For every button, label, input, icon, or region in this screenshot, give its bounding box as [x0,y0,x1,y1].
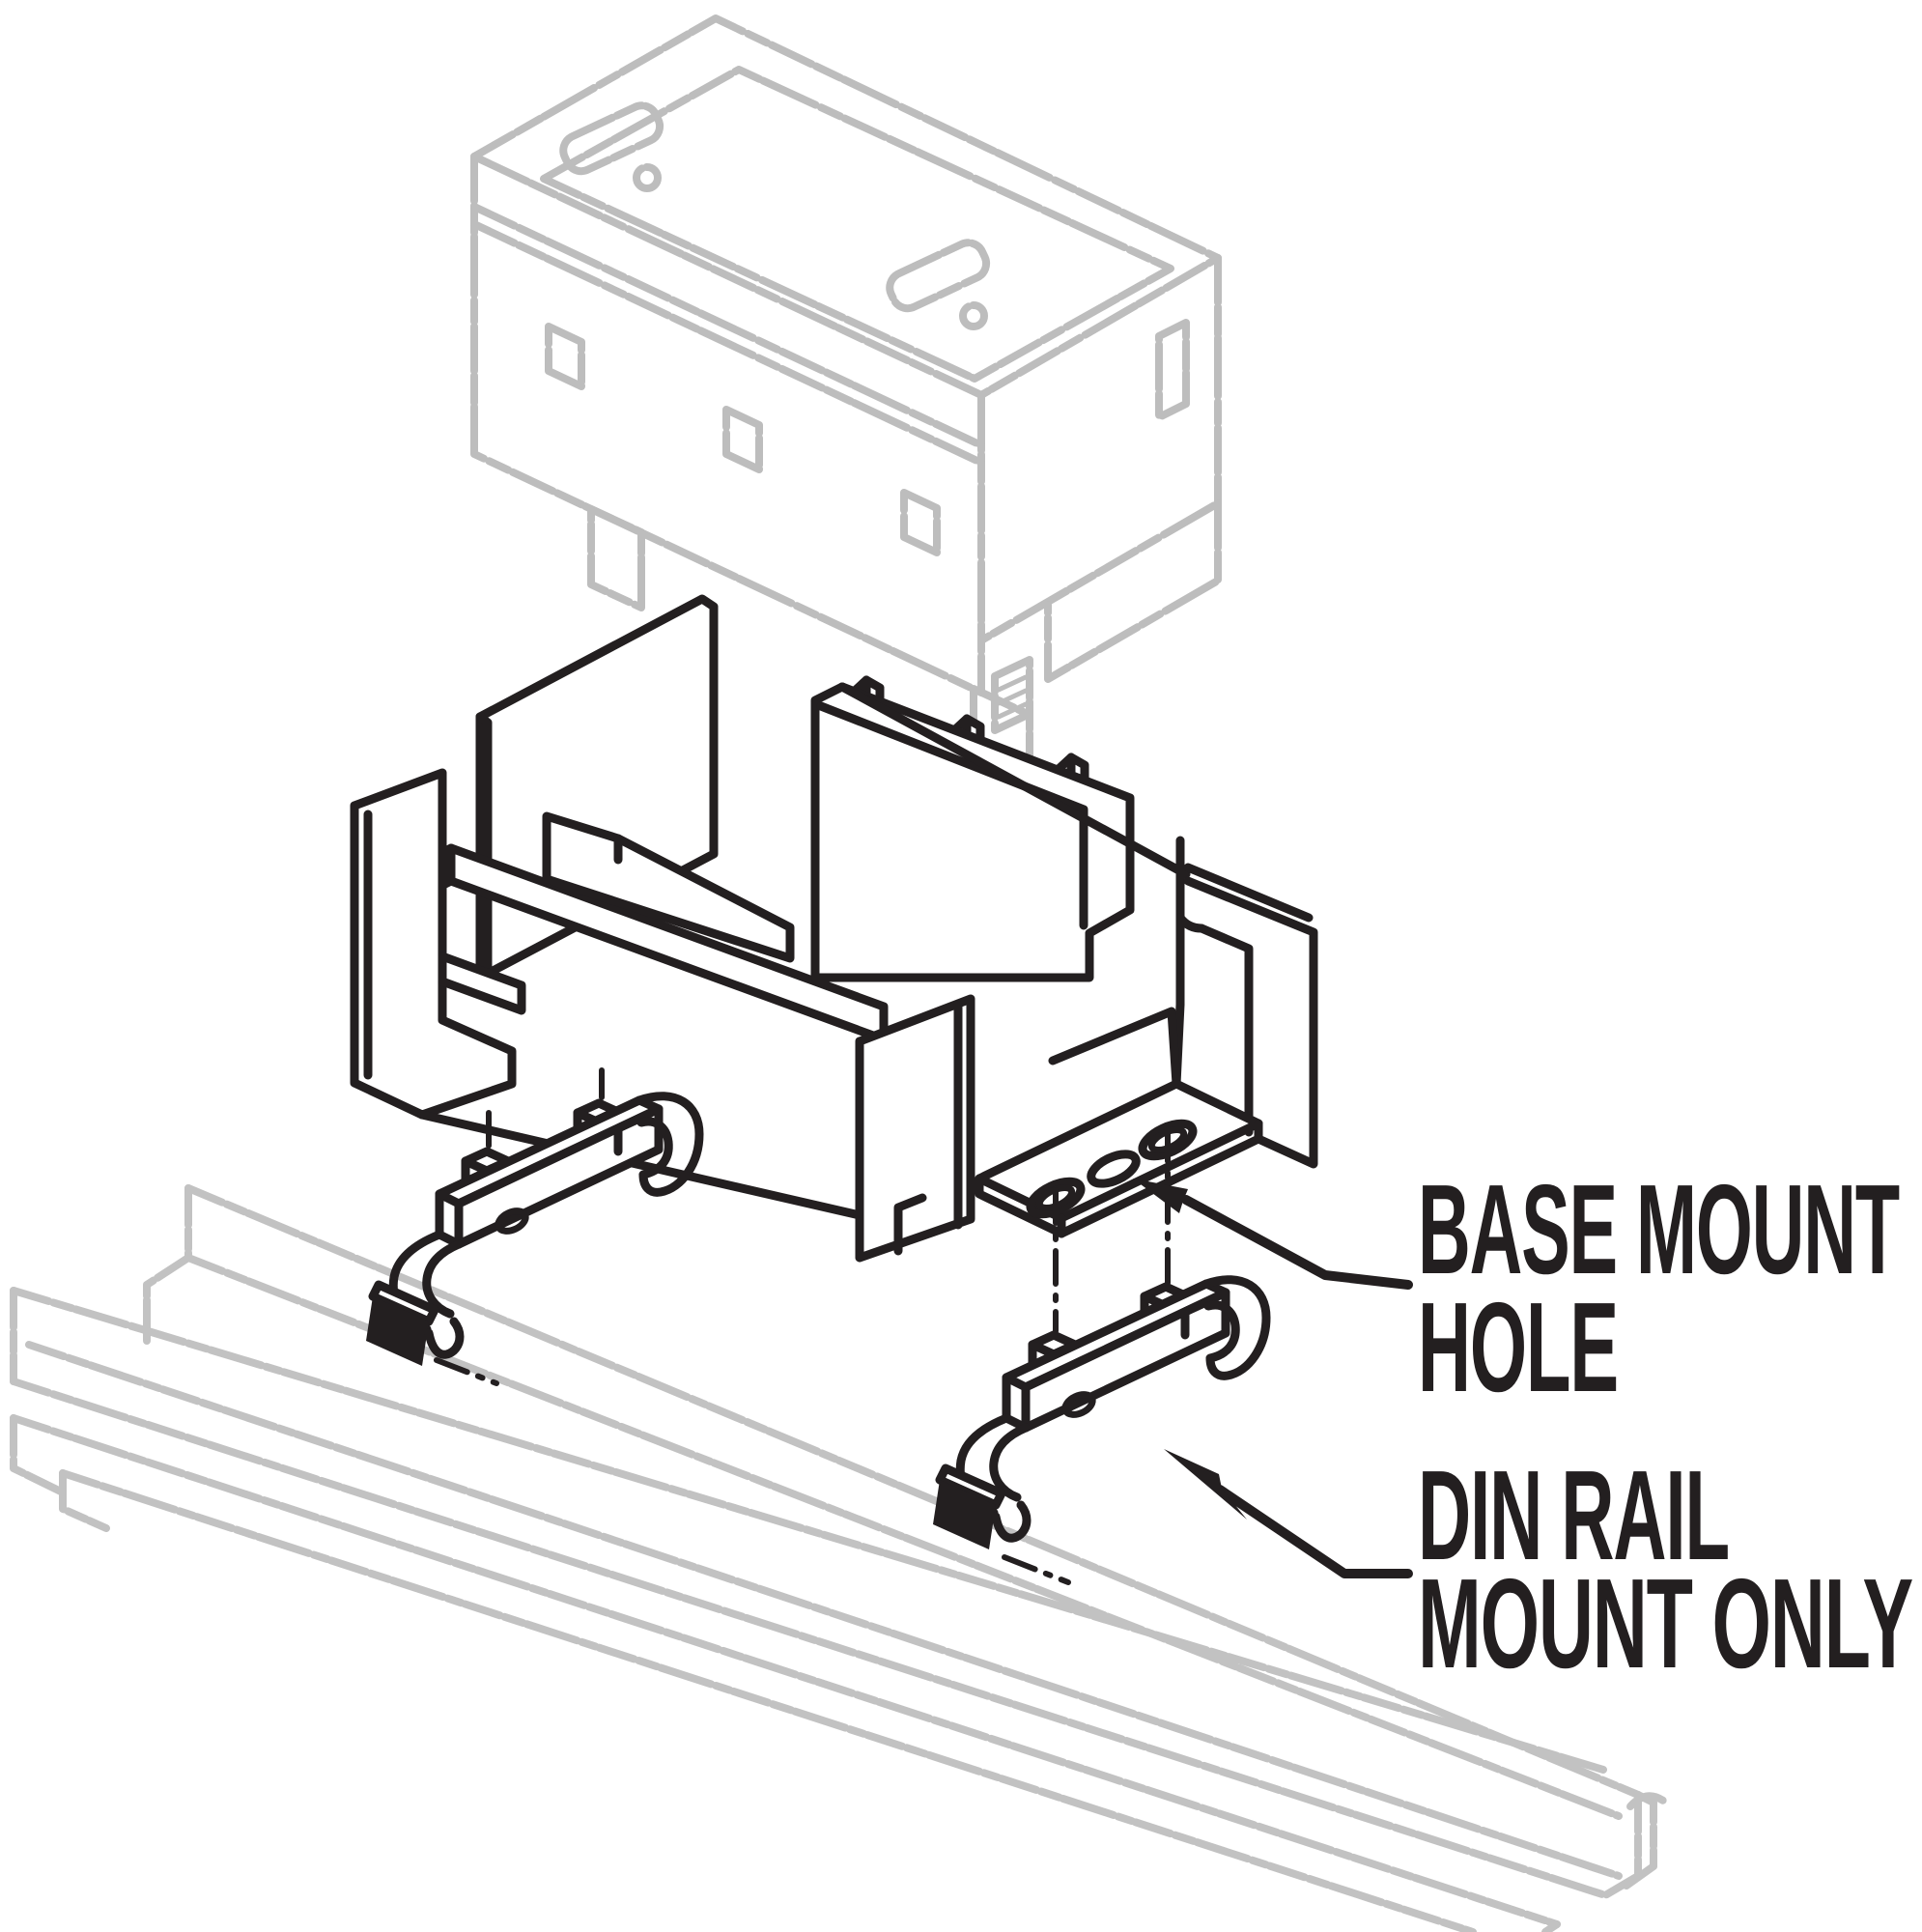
label-din-rail-line2: MOUNT ONLY [1418,1552,1912,1694]
label-base-mount-line1: BASE MOUNT [1418,1158,1900,1300]
alignment-centerlines [434,1067,1171,1585]
ghost-latch-knob [959,301,988,330]
label-din-rail-line1: DIN RAIL [1418,1444,1729,1586]
ghost-window [900,489,941,556]
mounting-base [350,594,1318,1263]
ghost-window [545,323,585,390]
leader-line [1215,1485,1413,1578]
din-rail [10,1184,1667,1932]
ghost-latch-tab [886,239,991,313]
ghost-latch-knob [633,163,662,192]
ghost-foot [587,505,645,611]
leader-base-mount-hole [1133,1179,1413,1290]
base-left-bracket [438,952,526,1015]
label-base-mount-hole: BASE MOUNT HOLE [1418,1158,1902,1418]
ghost-top-face [470,14,1222,399]
ghost-right-face [977,254,1222,644]
ghost-front-face [470,153,985,696]
base-left-wall [350,768,517,1120]
ghost-latch-tab [559,101,664,176]
right-din-clip [933,1280,1266,1549]
base-front-leg [855,994,975,1263]
ghost-connector [991,656,1033,734]
base-connector-block [810,682,1135,982]
base-peg-hole-left [1026,1177,1086,1219]
label-base-mount-line2: HOLE [1418,1276,1618,1418]
ghost-device [470,14,1222,802]
base-center-ramp [542,811,795,963]
base-peg-hole-right [1138,1119,1198,1161]
arrowhead [1133,1179,1188,1213]
base-mount-hole [1087,1150,1141,1188]
ghost-side-slot [1155,319,1190,421]
leader-line [1181,1195,1413,1290]
label-din-rail-mount-only: DIN RAIL MOUNT ONLY [1418,1444,1914,1694]
leader-din-rail-mount [1164,1449,1413,1578]
ghost-window [722,406,763,473]
ghost-top-recess [540,66,1174,383]
arrowhead [1164,1449,1247,1520]
